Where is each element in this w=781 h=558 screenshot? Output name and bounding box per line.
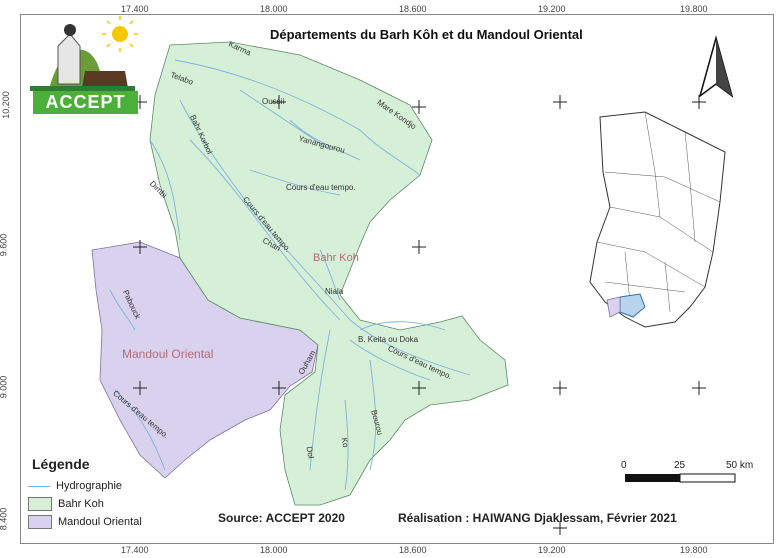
legend-swatch-line — [28, 485, 50, 487]
north-arrow — [698, 35, 734, 98]
scale-label-0: 0 — [621, 460, 627, 471]
logo-text: ACCEPT — [33, 91, 138, 114]
logo-illustration — [30, 16, 138, 91]
legend-item-hydrography: Hydrographie — [28, 480, 122, 492]
scale-bar — [625, 473, 736, 483]
legend-swatch-fill — [28, 515, 52, 529]
scale-label-25: 25 — [674, 460, 686, 471]
locator-map — [589, 111, 726, 328]
credit-text: Réalisation : HAIWANG Djaklessam, Févrie… — [398, 511, 677, 525]
grid-label-bottom-4: 19.200 — [538, 545, 566, 555]
water-label: Dol — [304, 445, 316, 460]
grid-label-bottom-2: 18.000 — [260, 545, 288, 555]
legend-item-bahr-koh: Bahr Koh — [28, 497, 104, 511]
grid-label-top-1: 17.400 — [121, 4, 149, 14]
grid-crosses — [133, 95, 706, 535]
water-label: Niala — [325, 287, 344, 296]
grid-label-bottom-5: 19.800 — [680, 545, 708, 555]
source-text: Source: ACCEPT 2020 — [218, 511, 345, 525]
legend-label: Bahr Koh — [58, 498, 104, 510]
grid-label-top-5: 19.800 — [680, 4, 708, 14]
legend-label: Mandoul Oriental — [58, 516, 142, 528]
map-frame — [20, 14, 774, 544]
grid-label-top-2: 18.000 — [260, 4, 288, 14]
water-label: B. Keita ou Doka — [358, 335, 419, 344]
map-title: Départements du Barh Kôh et du Mandoul O… — [270, 27, 583, 42]
water-label: Ko — [339, 436, 351, 449]
grid-label-top-3: 18.600 — [399, 4, 427, 14]
legend-item-mandoul-oriental: Mandoul Oriental — [28, 515, 142, 529]
grid-label-top-4: 19.200 — [538, 4, 566, 14]
water-label: Oussii — [262, 97, 285, 106]
legend-label: Hydrographie — [56, 480, 123, 492]
grid-label-bottom-3: 18.600 — [399, 545, 427, 555]
region-label-bahr-koh: Bahr Koh — [313, 252, 359, 264]
legend-title: Légende — [32, 456, 90, 472]
hydrography-lines — [109, 59, 471, 491]
region-label-mandoul-oriental: Mandoul Oriental — [122, 347, 214, 361]
scale-label-50: 50 km — [726, 460, 754, 471]
water-label: Cours d'eau tempo. — [286, 183, 356, 192]
grid-label-bottom-1: 17.400 — [121, 545, 149, 555]
legend-swatch-fill — [28, 497, 52, 511]
